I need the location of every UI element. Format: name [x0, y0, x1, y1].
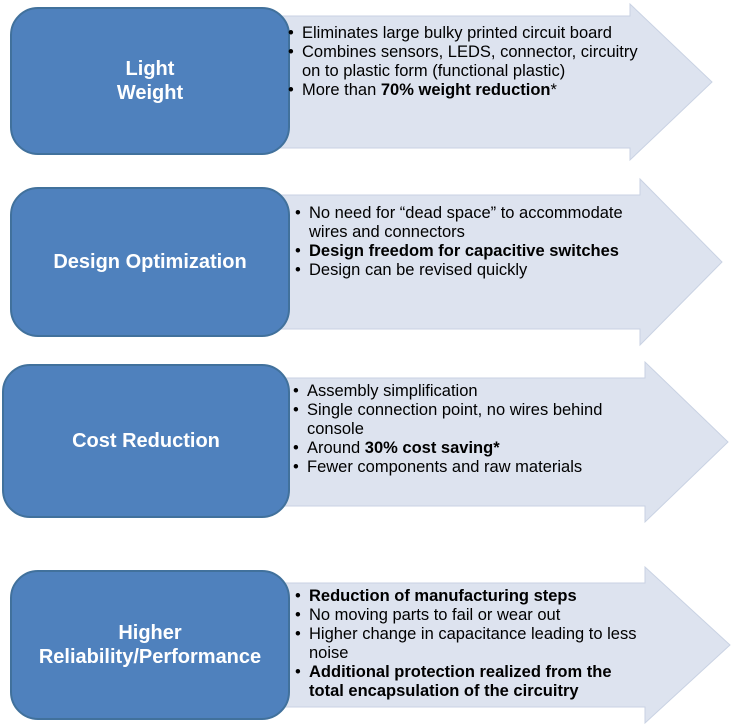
- bullet-item: Single connection point, no wires behind…: [293, 401, 643, 439]
- bullet-text: No need for “dead space” to accommodate …: [309, 204, 623, 241]
- benefit-row-cost-reduction: Cost Reduction Assembly simplificationSi…: [0, 360, 734, 525]
- bullet-text: Fewer components and raw materials: [307, 458, 583, 476]
- benefit-title-light-weight: Light Weight: [10, 7, 290, 155]
- benefit-title-design-optimization: Design Optimization: [10, 187, 290, 337]
- bullet-text: Combines sensors, LEDS, connector, circu…: [302, 43, 638, 80]
- benefit-row-design-optimization: Design Optimization No need for “dead sp…: [0, 177, 734, 347]
- bullet-text: Design can be revised quickly: [309, 261, 528, 279]
- bullet-item: More than 70% weight reduction*: [288, 81, 640, 100]
- bullet-text: *: [550, 81, 557, 99]
- bullet-item: Additional protection realized from the …: [295, 663, 645, 701]
- bullet-item: Assembly simplification: [293, 382, 643, 401]
- benefit-bullets-light-weight: Eliminates large bulky printed circuit b…: [288, 24, 640, 100]
- benefit-bullets-reliability: Reduction of manufacturing stepsNo movin…: [295, 587, 645, 701]
- bullet-item: No need for “dead space” to accommodate …: [295, 204, 645, 242]
- bullet-item: Reduction of manufacturing steps: [295, 587, 645, 606]
- benefit-row-light-weight: Light Weight Eliminates large bulky prin…: [0, 2, 734, 162]
- bullet-item: Combines sensors, LEDS, connector, circu…: [288, 43, 640, 81]
- benefit-row-reliability: Higher Reliability/Performance Reduction…: [0, 565, 734, 725]
- bullet-item: Design can be revised quickly: [295, 261, 645, 280]
- bullet-item: Higher change in capacitance leading to …: [295, 625, 645, 663]
- bullet-text: No moving parts to fail or wear out: [309, 606, 561, 624]
- bullet-text: Eliminates large bulky printed circuit b…: [302, 24, 612, 42]
- benefit-bullets-design-optimization: No need for “dead space” to accommodate …: [295, 204, 645, 280]
- bullet-item: Around 30% cost saving*: [293, 439, 643, 458]
- bullet-item: No moving parts to fail or wear out: [295, 606, 645, 625]
- benefit-title-cost-reduction: Cost Reduction: [2, 364, 290, 518]
- benefit-title-reliability: Higher Reliability/Performance: [10, 570, 290, 720]
- bullet-text-bold: 30% cost saving*: [364, 439, 500, 457]
- bullet-text-bold: Reduction of manufacturing steps: [309, 587, 577, 605]
- bullet-text: Around: [307, 439, 365, 457]
- bullet-text-bold: 70% weight reduction: [380, 81, 551, 99]
- bullet-text: Higher change in capacitance leading to …: [309, 625, 637, 662]
- benefit-bullets-cost-reduction: Assembly simplificationSingle connection…: [293, 382, 643, 477]
- bullet-text-bold: Design freedom for capacitive switches: [309, 242, 619, 260]
- bullet-text: Assembly simplification: [307, 382, 478, 400]
- bullet-item: Design freedom for capacitive switches: [295, 242, 645, 261]
- bullet-item: Eliminates large bulky printed circuit b…: [288, 24, 640, 43]
- bullet-text-bold: Additional protection realized from the …: [309, 663, 612, 700]
- bullet-text: More than: [302, 81, 381, 99]
- bullet-text: Single connection point, no wires behind…: [307, 401, 603, 438]
- bullet-item: Fewer components and raw materials: [293, 458, 643, 477]
